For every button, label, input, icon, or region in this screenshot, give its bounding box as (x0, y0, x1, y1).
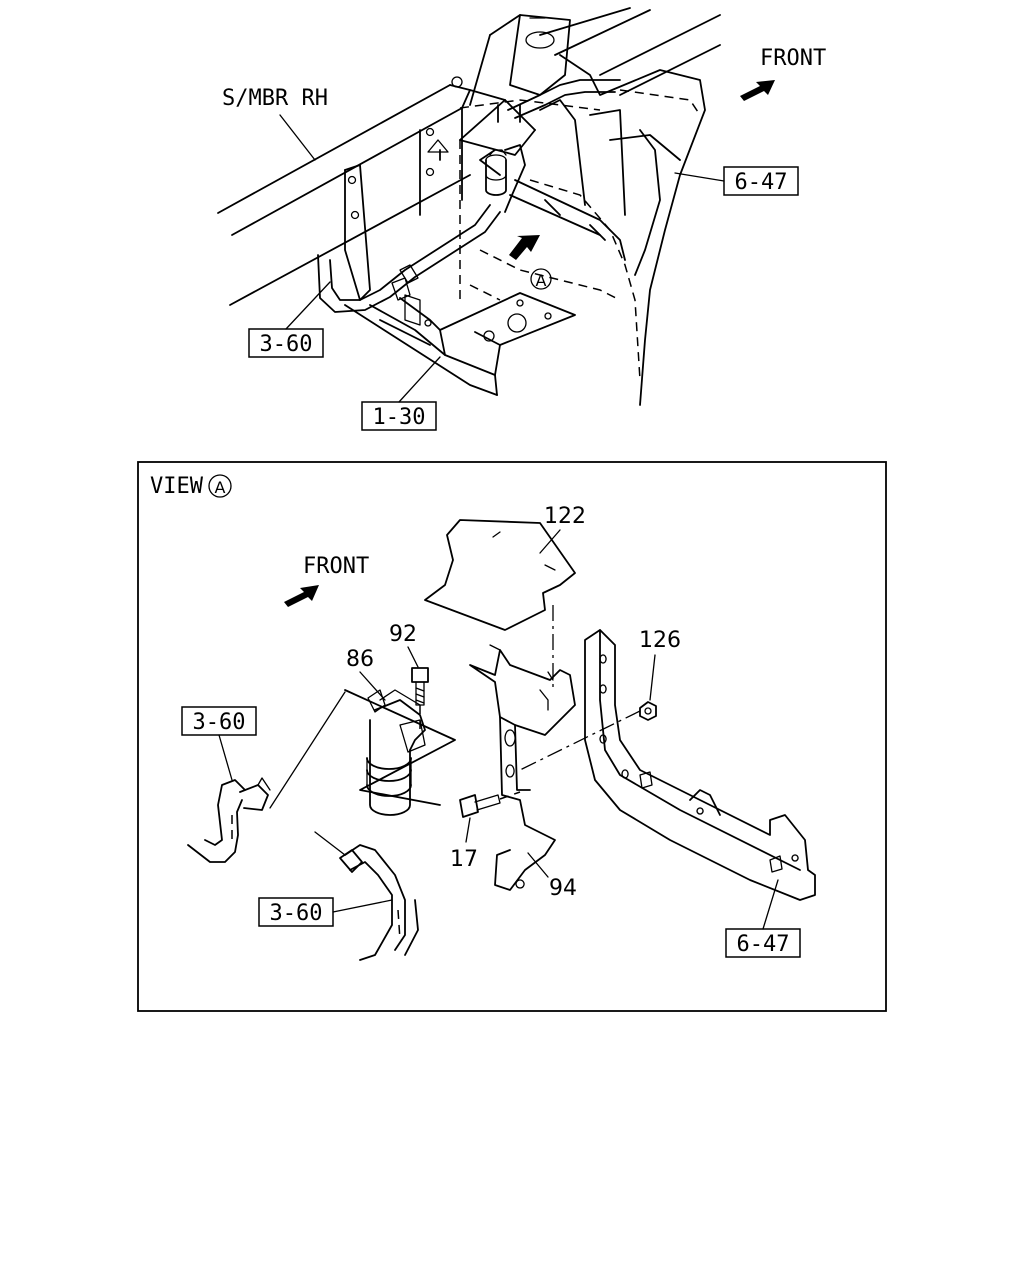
bracket-94: 94 (469, 644, 577, 901)
bolt-92: 92 (389, 622, 429, 730)
nut-126: 126 (519, 628, 681, 771)
upper-bracket-structure (459, 14, 571, 196)
label-86: 86 (346, 647, 374, 672)
upper-panel (459, 54, 706, 406)
label-94: 94 (549, 876, 577, 901)
ref-6-47-view: 6-47 (737, 932, 790, 957)
view-a-title: VIEW (150, 474, 204, 499)
ref-3-60-left: 3-60 (193, 710, 246, 735)
upper-frame-mount (344, 164, 576, 396)
plate-122: 122 (424, 504, 586, 690)
upper-overview: A FRONT S/MBR RH 6-47 3-60 1-30 (217, 7, 826, 431)
ref-1-30-upper: 1-30 (373, 405, 426, 430)
view-front-arrow-icon (284, 585, 319, 607)
ref-box-3-60-upper (248, 328, 324, 358)
ref-6-47-upper: 6-47 (735, 170, 788, 195)
label-126: 126 (639, 628, 681, 653)
view-a-arrow: A (509, 235, 552, 290)
view-a-title-marker: A (215, 478, 226, 497)
ref-box-1-30-upper (361, 401, 437, 431)
label-92: 92 (389, 622, 417, 647)
side-member-label: S/MBR RH (222, 86, 328, 111)
pipe-3-60-bottom: 3-60 (258, 831, 419, 961)
ref-box-6-47-view (725, 928, 801, 958)
view-a-detail: VIEW A FRONT 122 94 (137, 461, 887, 1012)
front-arrow-icon (740, 80, 775, 101)
view-front-label: FRONT (303, 554, 369, 579)
bolt-17: 17 (450, 791, 521, 872)
upper-pipes (317, 79, 621, 313)
label-17: 17 (450, 847, 478, 872)
view-a-marker: A (536, 271, 547, 290)
side-member-rh (217, 7, 721, 306)
frame-6-47: 6-47 (584, 629, 816, 958)
receiver-dryer-86: 86 (344, 647, 456, 816)
front-label: FRONT (760, 46, 826, 71)
ref-box-3-60-bottom (258, 897, 334, 927)
label-122: 122 (544, 504, 586, 529)
ref-box-6-47-upper (723, 166, 799, 196)
view-a-frame (137, 461, 887, 1012)
ref-box-3-60-left (181, 706, 257, 736)
upper-front-indicator: FRONT (740, 46, 826, 101)
pipe-3-60-left: 3-60 (181, 691, 346, 863)
ref-3-60-upper: 3-60 (260, 332, 313, 357)
ref-3-60-bottom: 3-60 (270, 901, 323, 926)
